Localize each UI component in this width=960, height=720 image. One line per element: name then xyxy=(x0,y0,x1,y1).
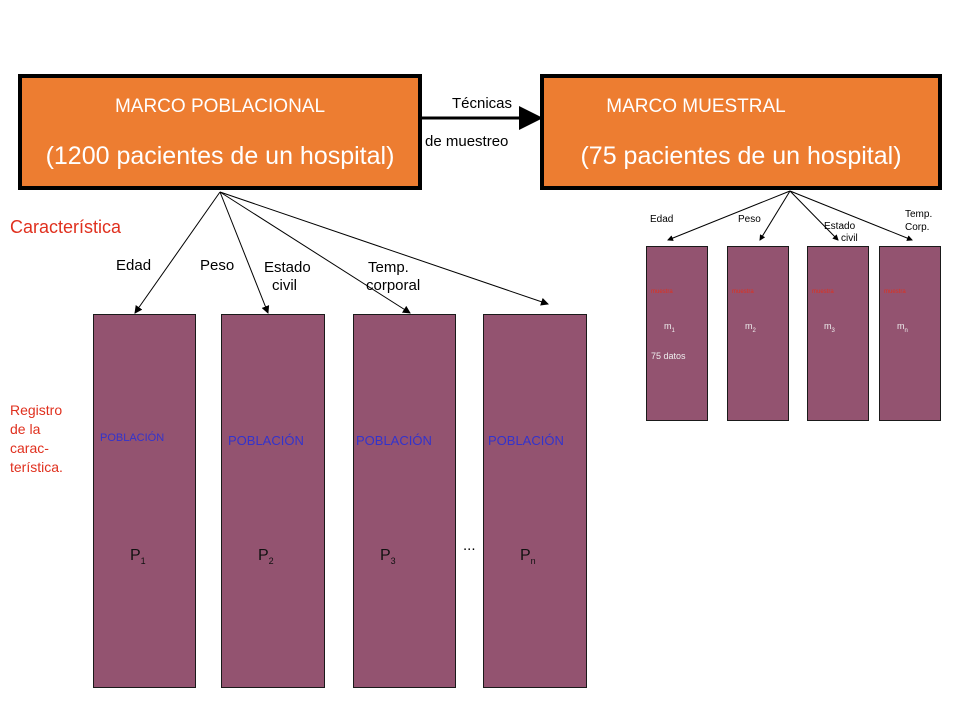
population-p-label: P1 xyxy=(130,547,146,567)
marco-poblacional-subtitle: (1200 pacientes de un hospital) xyxy=(45,142,395,170)
sample-line-temp xyxy=(789,190,913,241)
sample-line-edad xyxy=(667,190,791,241)
marco-poblacional-title: MARCO POBLACIONAL xyxy=(114,96,326,117)
sample-mini-text: muestra xyxy=(732,289,754,295)
register-line-3: carac- xyxy=(10,440,49,456)
sample-mini-text: muestra xyxy=(812,289,834,295)
marco-muestral-box: MARCO MUESTRAL (75 pacientes de un hospi… xyxy=(540,74,942,190)
branch-label-temp-1: Temp. xyxy=(368,259,409,276)
register-line-2: de la xyxy=(10,421,41,437)
branch-label-estado-1: Estado xyxy=(264,259,311,276)
branch-label-peso: Peso xyxy=(200,257,235,274)
sample-mini-text: muestra xyxy=(651,289,673,295)
sample-column-3: muestra m3 xyxy=(807,246,869,421)
sample-m-label: mn xyxy=(897,321,908,334)
branch-line-edad xyxy=(134,191,221,314)
ellipsis: ... xyxy=(463,537,476,554)
population-column-3: POBLACIÓN P3 xyxy=(353,314,456,688)
population-label: POBLACIÓN xyxy=(100,432,165,444)
arrow-label-muestreo: de muestreo xyxy=(425,133,509,150)
sample-label-peso: Peso xyxy=(738,214,761,225)
sample-m-label: m2 xyxy=(745,321,756,334)
register-label: Registro de la carac- terística. xyxy=(10,401,63,477)
sample-mini-text: muestra xyxy=(884,289,906,295)
population-column-1: POBLACIÓN P1 xyxy=(93,314,196,688)
sample-datos: 75 datos xyxy=(651,351,686,361)
marco-muestral-subtitle: (75 pacientes de un hospital) xyxy=(580,142,902,170)
population-label: POBLACIÓN xyxy=(488,433,564,448)
branch-label-temp-2: corporal xyxy=(366,277,421,294)
marco-poblacional-box: MARCO POBLACIONAL (1200 pacientes de un … xyxy=(18,74,422,190)
population-label: POBLACIÓN xyxy=(228,433,304,448)
sample-label-estado-2: civil xyxy=(841,233,858,244)
sample-line-peso xyxy=(759,190,791,241)
sample-label-estado-1: Estado xyxy=(824,221,856,232)
register-line-4: terística. xyxy=(10,459,63,475)
sample-label-temp-1: Temp. xyxy=(905,209,933,220)
characteristic-heading: Característica xyxy=(10,217,122,237)
sample-column-1: muestra m1 75 datos xyxy=(646,246,708,421)
branch-line-estado xyxy=(219,191,411,314)
sample-line-estado xyxy=(789,190,839,241)
sample-column-n: muestra mn xyxy=(879,246,941,421)
branch-label-edad: Edad xyxy=(116,257,152,274)
sample-m-label: m1 xyxy=(664,321,675,334)
branch-line-peso xyxy=(219,191,270,314)
branch-line-temp xyxy=(219,191,549,306)
register-line-1: Registro xyxy=(10,402,63,418)
marco-muestral-title: MARCO MUESTRAL xyxy=(606,96,786,117)
sample-m-label: m3 xyxy=(824,321,835,334)
population-column-n: POBLACIÓN Pn xyxy=(483,314,587,688)
sample-column-2: muestra m2 xyxy=(727,246,789,421)
population-p-label: P2 xyxy=(258,547,274,567)
branch-label-estado-2: civil xyxy=(272,277,297,294)
sample-label-temp-2: Corp. xyxy=(905,222,930,233)
population-p-label: Pn xyxy=(520,547,536,567)
arrow-label-tecnicas: Técnicas xyxy=(452,95,513,112)
population-label: POBLACIÓN xyxy=(356,433,432,448)
population-column-2: POBLACIÓN P2 xyxy=(221,314,325,688)
population-p-label: P3 xyxy=(380,547,396,567)
sample-label-edad: Edad xyxy=(650,214,674,225)
